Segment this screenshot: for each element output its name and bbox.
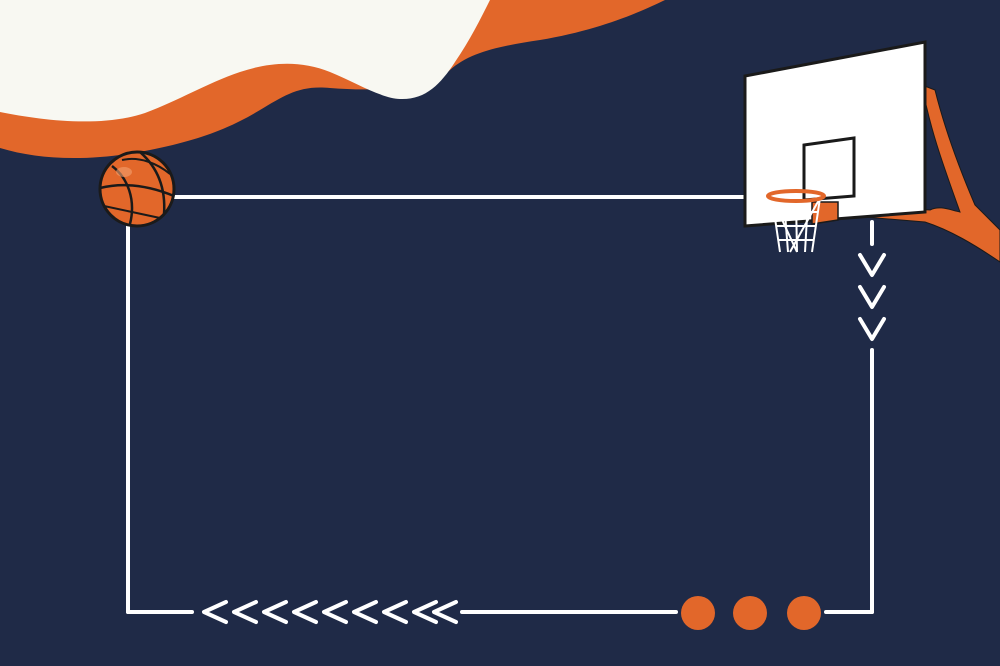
- orange-dot: [733, 596, 767, 630]
- backboard: [743, 40, 927, 228]
- left-arrows: [202, 600, 458, 624]
- backboard-inner-rect: [802, 136, 856, 202]
- hoop-net: [771, 197, 821, 253]
- orange-dot: [787, 596, 821, 630]
- left-arrow-icon: [262, 600, 288, 624]
- left-arrow-icon: [322, 600, 348, 624]
- hoop-rim: [766, 189, 826, 203]
- orange-dot: [681, 596, 715, 630]
- orange-dots: [681, 596, 821, 630]
- basketball-hoop-icon: [743, 40, 1000, 263]
- down-arrows: [858, 253, 886, 341]
- court-frame: [126, 195, 874, 614]
- left-arrow-icon: [412, 600, 438, 624]
- left-arrow-icon: [202, 600, 228, 624]
- hoop-support-arm: [839, 84, 1000, 263]
- left-arrow-icon: [232, 600, 258, 624]
- down-arrow-icon: [858, 317, 886, 341]
- left-arrow-icon: [432, 600, 458, 624]
- left-arrow-icon: [382, 600, 408, 624]
- basketball-icon: [98, 150, 176, 228]
- left-arrow-icon: [352, 600, 378, 624]
- down-arrow-icon: [858, 285, 886, 309]
- top-wave-decoration: [0, 0, 665, 159]
- cream-wave: [0, 0, 490, 122]
- left-arrow-icon: [292, 600, 318, 624]
- down-arrow-icon: [858, 253, 886, 277]
